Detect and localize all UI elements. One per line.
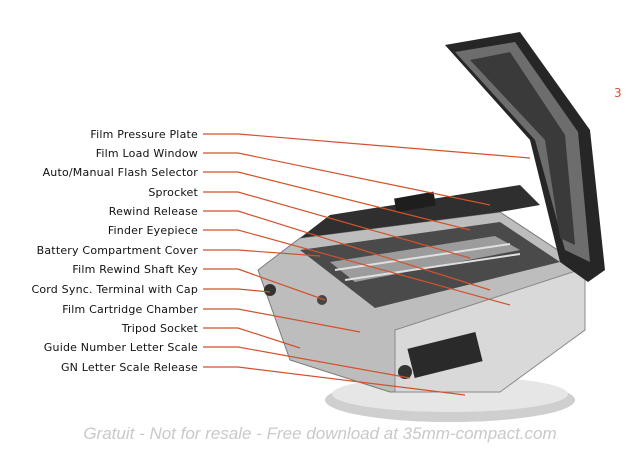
label-rewind-release: Rewind Release — [108, 205, 198, 218]
watermark: Gratuit - Not for resale - Free download… — [83, 424, 557, 443]
leader-line — [203, 249, 321, 257]
label-finder-eyepiece: Finder Eyepiece — [107, 224, 198, 237]
leader-line — [203, 268, 326, 301]
rail-line-1 — [334, 243, 511, 271]
page-number: 3 — [614, 86, 622, 100]
door-inner — [470, 52, 575, 245]
label-gn-scale-release: GN Letter Scale Release — [60, 361, 198, 374]
leader-line — [203, 171, 471, 231]
leader-line — [203, 210, 491, 291]
leader-line — [203, 152, 491, 206]
label-sync-terminal: Cord Sync. Terminal with Cap — [31, 283, 198, 296]
leader-line — [203, 366, 466, 396]
rail-line-2 — [344, 253, 521, 281]
front-window — [407, 331, 483, 379]
leader-line — [203, 346, 411, 379]
sync-terminal — [264, 284, 276, 296]
label-cartridge-chamber: Film Cartridge Chamber — [62, 303, 198, 316]
top-cover — [300, 185, 540, 238]
rewind-key — [317, 295, 327, 305]
label-film-pressure-plate: Film Pressure Plate — [90, 128, 198, 141]
tripod-socket — [398, 365, 412, 379]
label-sprocket: Sprocket — [148, 186, 198, 199]
label-battery-cover: Battery Compartment Cover — [36, 244, 198, 257]
label-film-load-window: Film Load Window — [95, 147, 198, 160]
leader-line — [203, 229, 511, 306]
leader-line — [203, 308, 361, 333]
leader-lines — [203, 133, 531, 396]
flash-selector — [394, 191, 436, 213]
label-guide-number-scale: Guide Number Letter Scale — [43, 341, 198, 354]
leader-line — [203, 327, 301, 349]
label-tripod-socket: Tripod Socket — [121, 322, 198, 335]
film-rails — [330, 236, 520, 282]
label-rewind-shaft-key: Film Rewind Shaft Key — [72, 263, 198, 276]
leader-line — [203, 288, 271, 293]
label-flash-selector: Auto/Manual Flash Selector — [42, 166, 198, 179]
leader-line — [203, 191, 471, 259]
leader-line — [203, 133, 531, 159]
